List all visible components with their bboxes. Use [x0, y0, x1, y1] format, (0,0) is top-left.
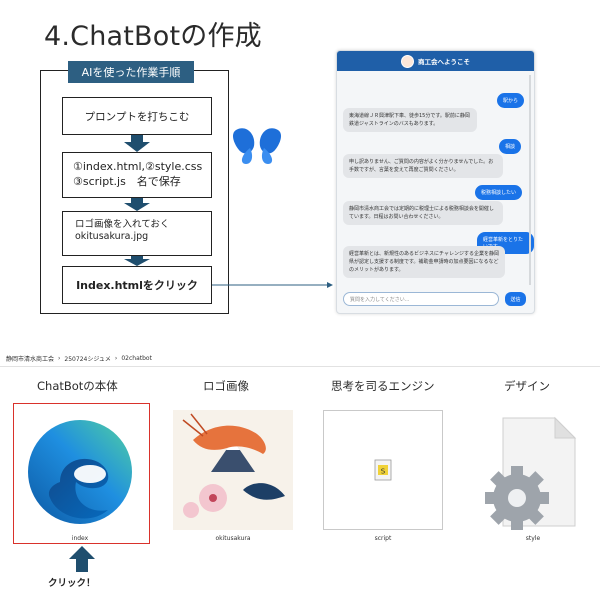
breadcrumb-item[interactable]: 250724シジュメ	[64, 356, 111, 363]
file-index[interactable]	[20, 410, 140, 530]
flow-step-logo-line2: okitusakura.jpg	[75, 231, 149, 242]
chat-message-bot: 経営革新とは、新規性のあるビジネスにチャレンジする企業を静岡県が認定し支援する制…	[343, 246, 505, 278]
flow-step-logo: ロゴ画像を入れておく okitusakura.jpg	[62, 211, 212, 256]
flow-step-save: ①index.html,②style.css ③script.js 名で保存	[62, 152, 212, 198]
js-file-icon: S	[323, 410, 443, 530]
file-name-okitusakura: okitusakura	[215, 535, 251, 542]
chat-input-placeholder: 質問を入力してください...	[350, 296, 410, 303]
file-okitusakura[interactable]	[173, 410, 293, 530]
chat-window: 商工会へようこそ 駅から 東海道線ＪＲ興津駅下車、徒歩15分です。駅前に静岡鉄道…	[336, 50, 535, 314]
send-button[interactable]: 送信	[505, 292, 526, 306]
chat-message-user: 税務相談したい	[475, 185, 523, 200]
flow-step-prompt: プロンプトを打ちこむ	[62, 97, 212, 135]
selection-highlight	[13, 403, 150, 544]
copilot-logo-icon	[232, 128, 282, 164]
logo-image-thumbnail	[173, 410, 293, 530]
chat-scrollbar[interactable]	[529, 75, 531, 285]
flow-header: AIを使った作業手順	[68, 61, 194, 83]
gear-file-icon	[485, 416, 577, 530]
chat-message-user: 駅から	[497, 93, 525, 108]
down-arrow-icon	[124, 256, 150, 266]
file-name-index: index	[71, 535, 89, 542]
click-label: クリック！	[48, 578, 96, 589]
edge-browser-icon	[28, 420, 132, 524]
heading-chatbot-body: ChatBotの本体	[37, 379, 118, 393]
down-arrow-icon	[124, 198, 150, 211]
breadcrumb-item[interactable]: 02chatbot	[121, 355, 152, 362]
chat-message-bot: 静岡市清水商工会では定期的に税理士による税務相談会を開催しています。日程はお問い…	[343, 201, 503, 225]
file-name-style: style	[525, 535, 541, 542]
flow-step-logo-line1: ロゴ画像を入れておく	[75, 219, 170, 230]
page-title: 4.ChatBotの作成	[44, 21, 262, 52]
heading-engine: 思考を司るエンジン	[331, 379, 435, 393]
chat-header-title: 商工会へようこそ	[418, 58, 470, 66]
heading-logo-image: ロゴ画像	[203, 379, 249, 393]
file-name-script: script	[374, 535, 392, 542]
chat-message-bot: 申し訳ありません、ご質問の内容がよく分かりませんでした。お手数ですが、言葉を変え…	[343, 154, 503, 178]
svg-text:S: S	[381, 468, 386, 476]
breadcrumb-item[interactable]: 静岡市清水商工会	[6, 356, 55, 363]
file-style[interactable]	[473, 410, 593, 530]
heading-design: デザイン	[504, 379, 550, 393]
flow-step-click: Index.htmlをクリック	[62, 266, 212, 304]
flow-step-save-line1: ①index.html,②style.css	[73, 160, 203, 173]
flow-step-save-line2: ③script.js 名で保存	[73, 175, 181, 188]
connector-arrow-icon	[212, 282, 333, 288]
down-arrow-icon	[124, 135, 150, 152]
chat-message-bot: 東海道線ＪＲ興津駅下車、徒歩15分です。駅前に静岡鉄道ジャストラインのバスもあり…	[343, 108, 477, 132]
chat-input[interactable]: 質問を入力してください...	[343, 292, 499, 306]
breadcrumb: 静岡市清水商工会 › 250724シジュメ › 02chatbot	[6, 354, 152, 363]
chevron-right-icon: ›	[114, 355, 118, 362]
file-script[interactable]: S	[323, 410, 443, 530]
up-arrow-icon	[69, 546, 95, 572]
avatar-icon	[401, 54, 414, 68]
divider	[0, 366, 600, 367]
chat-header: 商工会へようこそ	[337, 51, 534, 71]
chevron-right-icon: ›	[58, 355, 61, 362]
chat-message-user: 相談	[499, 139, 522, 154]
